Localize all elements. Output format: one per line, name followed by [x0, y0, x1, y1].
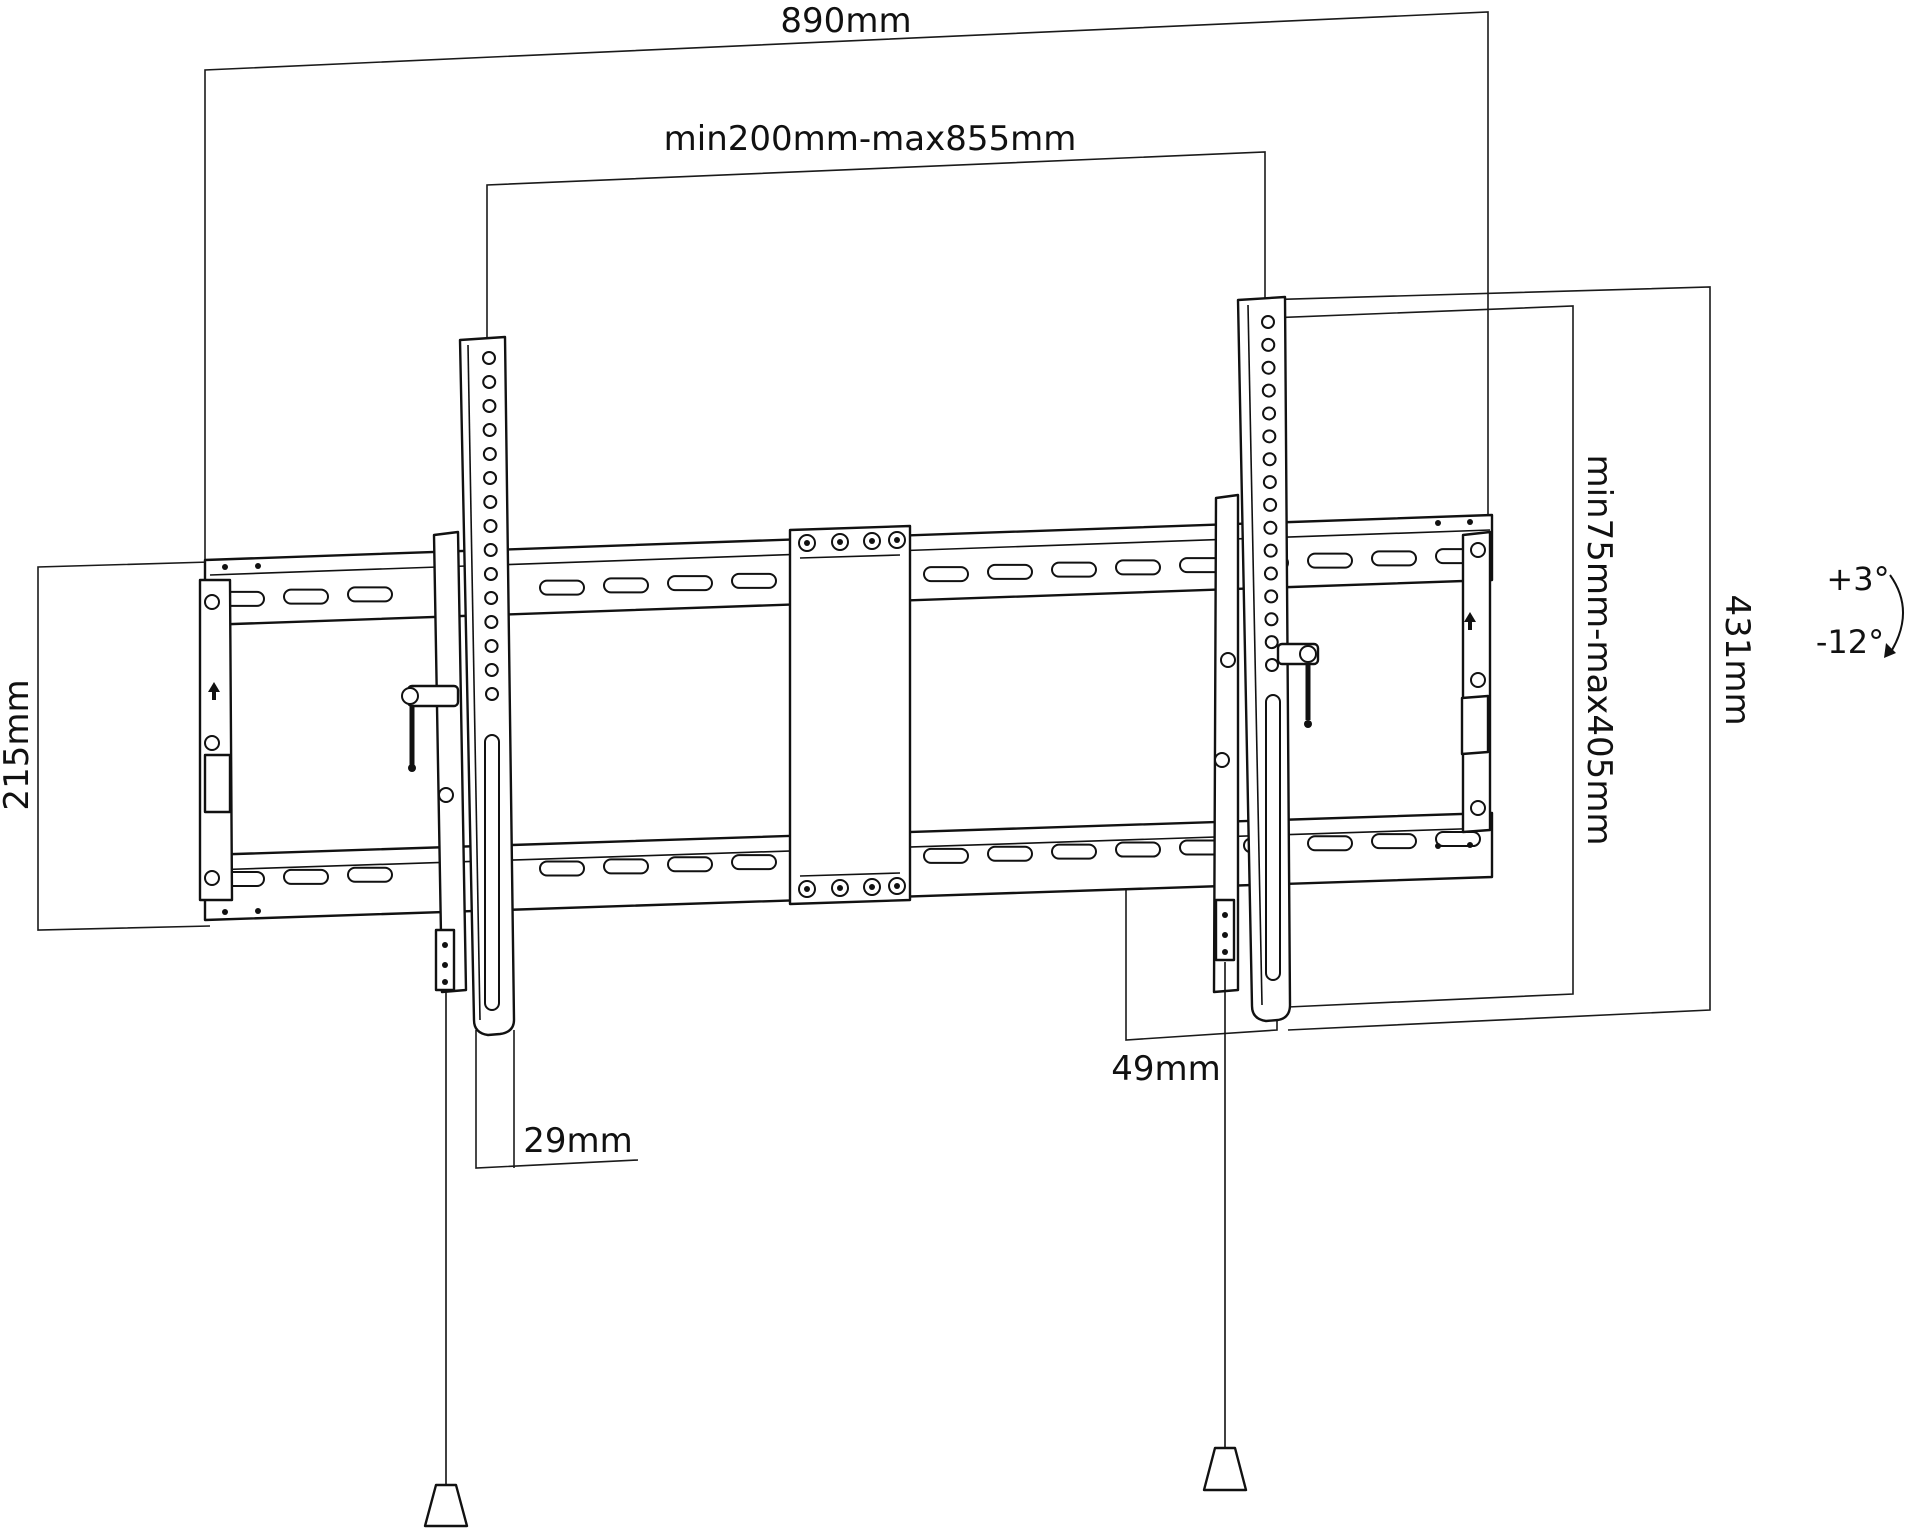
label-vesa-vertical: min75mm-max405mm	[1579, 454, 1619, 845]
rail-slot	[283, 588, 329, 605]
right-vesa-arm	[1212, 295, 1320, 1023]
rail-slot	[1115, 841, 1161, 858]
label-rail-height: 215mm	[0, 679, 37, 810]
center-plate	[788, 524, 912, 906]
rail-slot	[1115, 559, 1161, 576]
arm-hole	[1262, 452, 1277, 467]
arm-hole	[483, 519, 498, 533]
left-arm-holes	[482, 351, 499, 701]
left-pull-handle	[423, 1483, 469, 1528]
label-vesa-horizontal: min200mm-max855mm	[664, 119, 1077, 159]
rail-slot	[539, 860, 585, 877]
arm-hole	[1261, 315, 1275, 329]
dimension-lines	[37, 11, 1711, 1169]
rail-slot	[539, 579, 585, 596]
rail-slot	[667, 856, 713, 873]
dim-line-arm-height	[1257, 286, 1711, 1031]
label-tilt-up: +3°	[1826, 560, 1889, 598]
arm-hole	[1262, 475, 1277, 490]
left-vesa-arm	[401, 335, 516, 1037]
label-overall-width: 890mm	[780, 1, 911, 41]
rail-rivets	[222, 519, 1473, 915]
arm-hole	[482, 351, 496, 365]
rail-slot	[1371, 550, 1417, 567]
arm-hole	[482, 423, 497, 437]
rail-slot	[347, 586, 393, 603]
dim-line-vesa-horizontal	[486, 151, 1266, 345]
arm-hole	[1263, 497, 1278, 512]
rail-slot	[923, 847, 969, 864]
rail-slot	[603, 577, 649, 594]
rail-slot	[1307, 552, 1353, 569]
right-side-bracket	[1460, 530, 1492, 834]
rail-slot	[1307, 835, 1353, 852]
right-pull-handle	[1202, 1446, 1248, 1492]
dim-line-rail-height	[37, 561, 211, 931]
right-locking-knob	[1276, 642, 1320, 728]
arm-hole	[484, 663, 499, 677]
arm-hole	[1264, 612, 1279, 627]
arm-hole	[482, 447, 497, 461]
label-wall-distance: 49mm	[1111, 1049, 1221, 1089]
rail-slot	[1435, 831, 1481, 848]
right-arm-holes	[1261, 315, 1279, 672]
label-arm-height: 431mm	[1717, 594, 1757, 725]
label-arm-width: 29mm	[523, 1121, 633, 1161]
arm-hole	[1261, 337, 1276, 352]
arm-hole	[483, 495, 498, 509]
rail-slot	[1051, 843, 1097, 860]
rail-slot	[667, 575, 713, 592]
arm-hole	[1264, 635, 1279, 650]
rail-slot	[603, 858, 649, 875]
tilt-arrow-icon	[1889, 574, 1904, 651]
arm-hole	[1261, 360, 1276, 375]
left-locking-knob	[401, 684, 460, 772]
rail-slot	[347, 866, 393, 883]
left-side-bracket	[198, 578, 234, 902]
arm-hole	[1263, 566, 1278, 581]
arm-hole	[485, 687, 499, 701]
arm-hole	[482, 375, 497, 389]
dim-line-overall-width	[204, 11, 1489, 560]
arm-hole	[1265, 658, 1279, 672]
arm-hole	[1264, 589, 1279, 604]
rail-slot	[987, 563, 1033, 580]
center-plate-bolts	[798, 531, 906, 898]
arm-hole	[1263, 520, 1278, 535]
arm-hole	[484, 591, 499, 605]
arm-hole	[1262, 406, 1277, 421]
dim-line-arm-width	[475, 1030, 639, 1169]
arm-hole	[484, 615, 499, 629]
arm-hole	[484, 639, 499, 653]
rail-slot	[1371, 833, 1417, 850]
arm-hole	[483, 543, 498, 557]
rail-slot	[923, 566, 969, 583]
pull-cords	[423, 962, 1248, 1528]
arm-hole	[1262, 429, 1277, 444]
arm-hole	[483, 471, 498, 485]
rail-slot	[1051, 561, 1097, 578]
arm-hole	[1263, 543, 1278, 558]
dimension-labels: 890mm min200mm-max855mm min75mm-max405mm…	[0, 1, 1890, 1161]
arm-hole	[483, 567, 498, 581]
rail-slot	[987, 845, 1033, 862]
arm-hole	[1261, 383, 1276, 398]
arm-hole	[482, 399, 497, 413]
rail-slot	[731, 572, 777, 589]
rail-slot	[731, 854, 777, 871]
label-tilt-down: -12°	[1816, 623, 1884, 661]
tilt-indicator	[1884, 574, 1904, 658]
rail-slot	[283, 868, 329, 885]
dim-line-vesa-vertical	[1267, 305, 1574, 1008]
